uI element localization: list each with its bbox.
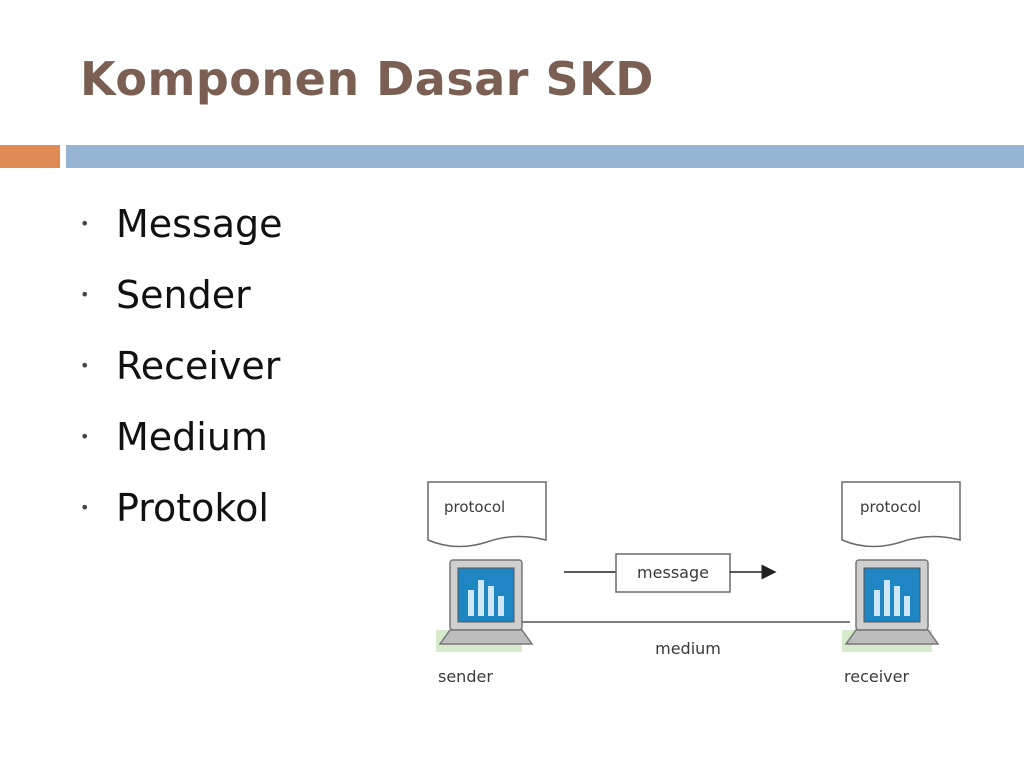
- protocol-label-left: protocol: [444, 498, 505, 516]
- bullet-dot: •: [80, 498, 90, 517]
- accent-bar-blue: [66, 145, 1024, 168]
- slide-title: Komponen Dasar SKD: [80, 52, 654, 106]
- sender-computer-icon: [436, 559, 534, 652]
- bullet-dot: •: [80, 285, 90, 304]
- protocol-document-left: protocol: [427, 481, 547, 548]
- communication-diagram: protocol protocol message medium sender: [427, 481, 961, 686]
- receiver-label: receiver: [844, 667, 909, 686]
- message-label: message: [637, 563, 709, 582]
- bullet-text: Sender: [116, 272, 251, 317]
- bullet-item: • Message: [80, 188, 283, 259]
- message-box: [615, 553, 731, 593]
- bullet-dot: •: [80, 356, 90, 375]
- bullet-text: Receiver: [116, 343, 281, 388]
- message-arrow: message: [564, 553, 777, 593]
- bullet-item: • Medium: [80, 401, 283, 472]
- protocol-document-right: protocol: [841, 481, 961, 548]
- bullet-item: • Sender: [80, 259, 283, 330]
- bullet-text: Protokol: [116, 485, 269, 530]
- bullet-text: Message: [116, 201, 283, 246]
- receiver-computer-icon: [842, 559, 940, 652]
- bullet-list: • Message • Sender • Receiver • Medium • Prot…: [80, 188, 283, 543]
- accent-bar-orange: [0, 145, 60, 168]
- bullet-item: • Receiver: [80, 330, 283, 401]
- bullet-dot: •: [80, 214, 90, 233]
- protocol-label-right: protocol: [860, 498, 921, 516]
- medium-label: medium: [655, 639, 721, 658]
- bullet-dot: •: [80, 427, 90, 446]
- bullet-text: Medium: [116, 414, 268, 459]
- bullet-item: • Protokol: [80, 472, 283, 543]
- sender-label: sender: [438, 667, 493, 686]
